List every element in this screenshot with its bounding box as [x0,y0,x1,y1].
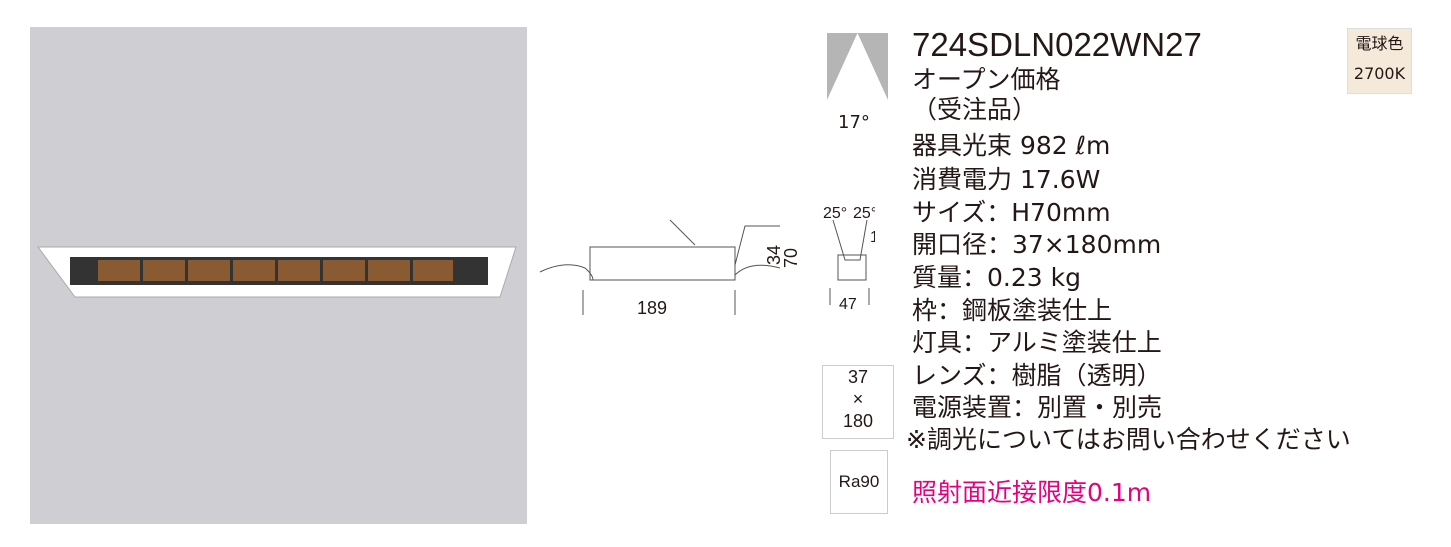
beam-angle: 17° [838,112,870,133]
spec-line: 質量：0.23 kg [912,263,1081,292]
price: オープン価格 [912,65,1061,94]
spec-line: サイズ：H70mm [912,198,1111,227]
proximity-note: 照射面近接限度0.1m [912,478,1152,507]
spec-line: ※調光についてはお問い合わせください [906,425,1351,454]
color-temp: 2700K [1353,64,1406,83]
opening-size-box: 37 × 180 [822,365,894,439]
color-name: 電球色 [1355,34,1404,53]
opening-times: × [852,389,864,409]
opening-width: 37 [847,367,869,387]
spec-line: レンズ：樹脂（透明） [912,361,1162,390]
beam-angle-icon [827,33,888,100]
dim-angle-left: 25° [823,205,847,222]
order-note: （受注品） [912,95,1038,124]
downlight-image [37,246,517,298]
dim-height-inner: 34 [764,245,784,265]
ra-box: Ra90 [830,450,888,514]
dim-height: 70 [781,248,801,268]
dim-angle-right: 25° [853,205,875,222]
dim-offset: 19 [870,229,875,246]
dim-width: 189 [637,298,667,318]
spec-line: 灯具：アルミ塗装仕上 [912,328,1162,357]
dimension-drawing: 189 34 70 25° 25° 19 47 [539,205,875,318]
spec-line: 開口径：37×180mm [912,230,1162,259]
spec-line: 枠：鋼板塗装仕上 [912,296,1113,325]
dim-depth: 47 [839,296,857,313]
opening-length: 180 [842,411,874,431]
product-code: 724SDLN022WN27 [912,26,1202,63]
color-temp-badge: 電球色 2700K [1347,28,1412,94]
spec-line: 消費電力 17.6W [912,165,1101,194]
spec-line: 器具光束 982 ℓm [912,131,1111,160]
spec-line: 電源装置：別置・別売 [912,393,1163,422]
product-photo [30,27,527,524]
